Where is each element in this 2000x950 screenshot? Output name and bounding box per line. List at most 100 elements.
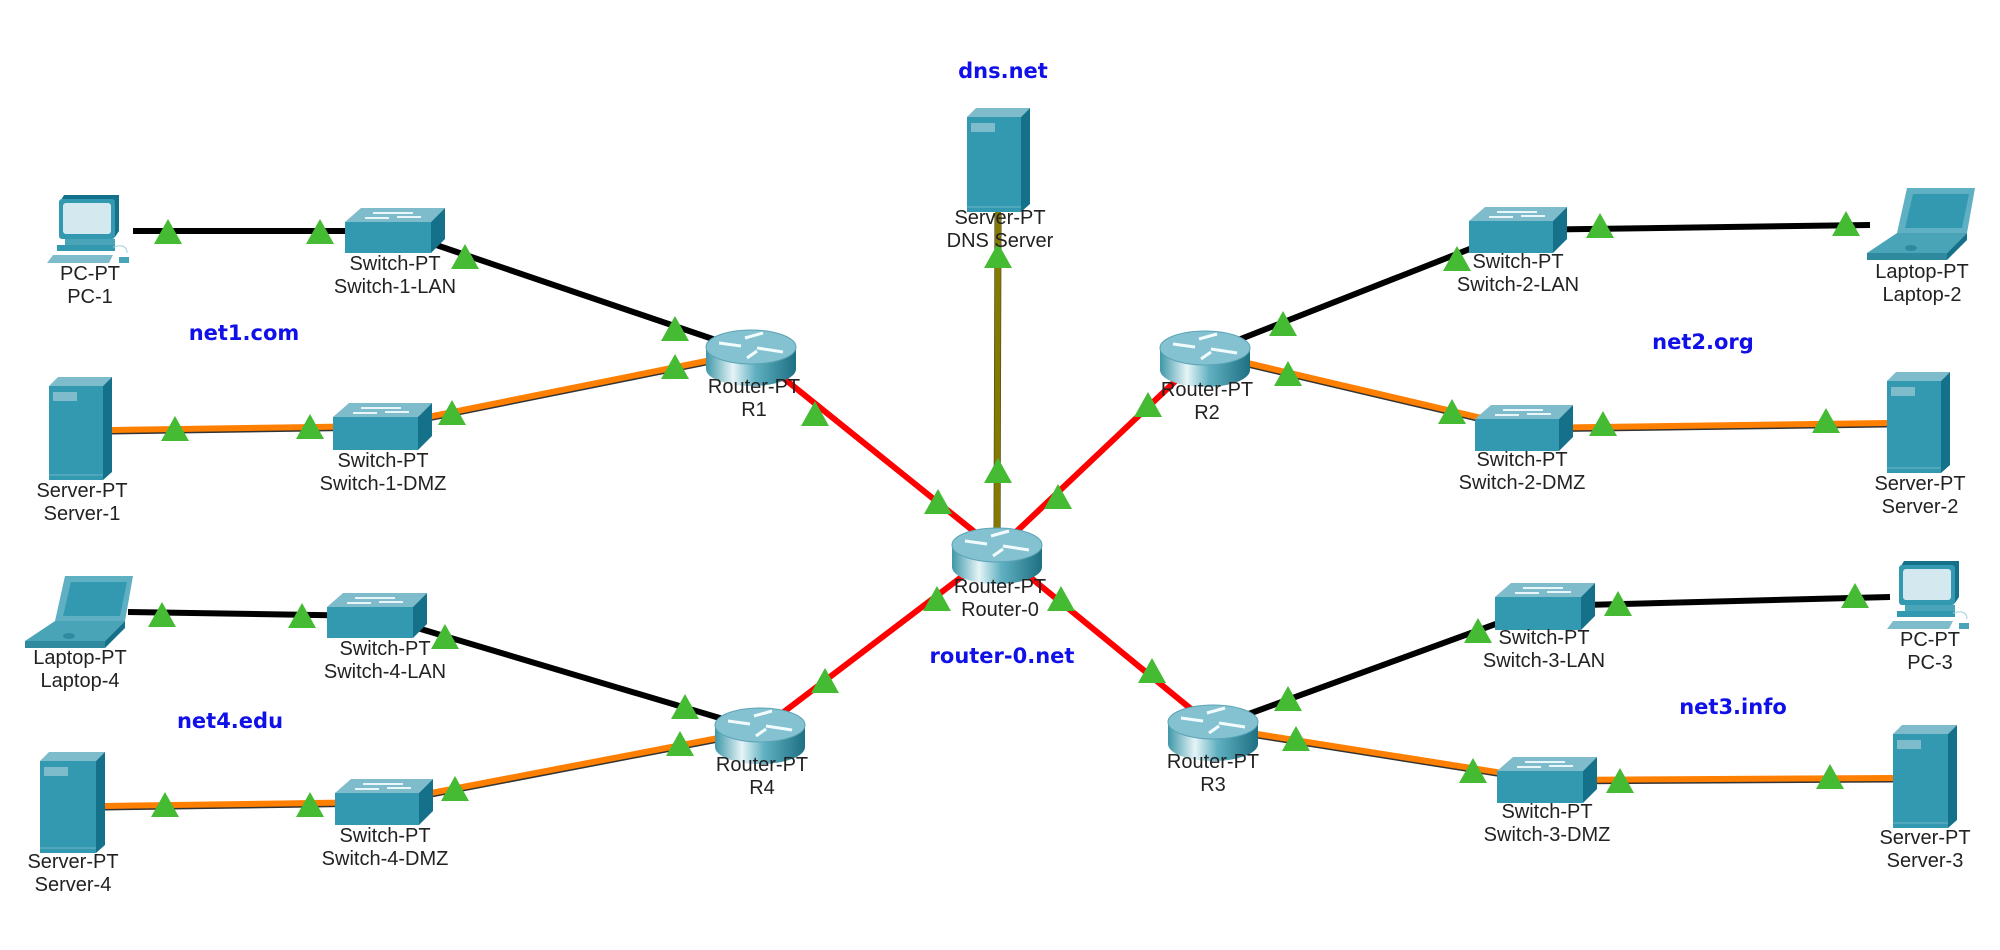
link-srv3-sw3dmz[interactable] [1546, 775, 1894, 785]
device-name-label: R3 [1200, 774, 1226, 796]
device-name-label: Server-1 [44, 503, 121, 525]
port-status-up-icon [671, 694, 699, 719]
link-line-wan[interactable] [994, 350, 1208, 553]
ports-layer [148, 211, 1869, 817]
port-status-up-icon [1438, 399, 1466, 424]
switch-icon [1475, 405, 1573, 451]
link-line-wan[interactable] [749, 349, 999, 553]
server-icon [40, 752, 105, 853]
device-name-label: Switch-1-DMZ [320, 473, 447, 495]
link-sw2dmz-r2[interactable] [1204, 350, 1525, 433]
device-r2[interactable] [1159, 330, 1251, 387]
server-icon [49, 377, 112, 480]
device-dns[interactable] [967, 108, 1030, 212]
router-icon [1159, 330, 1251, 387]
device-srv1[interactable] [49, 377, 112, 480]
link-line-lan[interactable] [1544, 594, 1891, 609]
port-status-up-icon [1589, 411, 1617, 436]
link-line-wan[interactable] [995, 547, 1215, 730]
device-model-label: PC-PT [1900, 629, 1960, 651]
links-layer [104, 211, 1894, 811]
labels-layer: PC-PTPC-1Switch-PTSwitch-1-LANServer-PTS… [27, 59, 1970, 896]
device-model-label: Router-PT [954, 576, 1046, 598]
device-r0[interactable] [951, 527, 1043, 584]
link-pc3-sw3lan[interactable] [1544, 594, 1891, 609]
device-sw4lan[interactable] [327, 593, 427, 638]
link-line-lan[interactable] [1517, 222, 1871, 233]
link-sw1lan-r1[interactable] [394, 228, 752, 355]
link-line-dmz[interactable] [1546, 775, 1894, 783]
device-name-label: Laptop-4 [41, 670, 120, 692]
port-status-up-icon [1816, 764, 1844, 789]
device-model-label: Switch-PT [339, 638, 430, 660]
device-srv3[interactable] [1893, 725, 1957, 828]
link-sw3lan-r3[interactable] [1211, 603, 1547, 730]
device-r3[interactable] [1167, 704, 1259, 761]
link-line-dmz[interactable] [383, 727, 761, 805]
device-model-label: Router-PT [1167, 751, 1259, 773]
link-line-dmz[interactable] [1204, 350, 1525, 431]
device-sw1dmz[interactable] [333, 403, 432, 450]
port-status-up-icon [1134, 392, 1162, 417]
link-r2-r0[interactable] [994, 350, 1208, 553]
device-pc1[interactable] [47, 195, 129, 263]
link-line-lan[interactable] [1203, 227, 1520, 356]
device-sw2lan[interactable] [1469, 207, 1567, 253]
device-name-label: Switch-2-DMZ [1459, 472, 1586, 494]
device-sw3dmz[interactable] [1497, 757, 1597, 803]
device-lap4[interactable] [25, 576, 133, 648]
device-name-label: Switch-2-LAN [1457, 274, 1579, 296]
device-model-label: Laptop-PT [33, 647, 126, 669]
device-model-label: PC-PT [60, 263, 120, 285]
link-line-wan[interactable] [758, 547, 999, 733]
router-icon [714, 707, 806, 764]
port-status-up-icon [923, 586, 951, 611]
device-name-label: Server-4 [35, 874, 112, 896]
laptop-icon [1867, 188, 1975, 260]
link-r1-r0[interactable] [749, 349, 999, 553]
link-line-dmz[interactable] [382, 349, 752, 429]
port-status-up-icon [1604, 591, 1632, 616]
switch-icon [1469, 207, 1567, 253]
device-name-label: DNS Server [947, 230, 1054, 252]
port-status-up-icon [661, 316, 689, 341]
device-name-label: Switch-1-LAN [334, 276, 456, 298]
link-sw2lan-r2[interactable] [1203, 227, 1520, 356]
network-label-net3: net3.info [1679, 695, 1787, 719]
device-sw2dmz[interactable] [1475, 405, 1573, 451]
device-sw4dmz[interactable] [335, 779, 433, 825]
link-line-dns[interactable] [994, 211, 1001, 551]
link-dns-r0[interactable] [993, 211, 1002, 552]
device-r1[interactable] [705, 329, 797, 386]
device-model-label: Server-PT [1874, 473, 1965, 495]
device-model-label: Server-PT [954, 207, 1045, 229]
network-label-core: router-0.net [930, 644, 1075, 668]
switch-icon [1495, 583, 1595, 630]
device-sw3lan[interactable] [1495, 583, 1595, 630]
link-line-dmz[interactable] [1212, 724, 1548, 783]
port-status-up-icon [161, 416, 189, 441]
link-line-lan[interactable] [1211, 603, 1547, 730]
router-icon [1167, 704, 1259, 761]
link-sw3dmz-r3[interactable] [1212, 724, 1548, 785]
device-sw1lan[interactable] [345, 208, 445, 253]
link-line-lan[interactable] [394, 228, 752, 355]
device-srv2[interactable] [1887, 372, 1950, 473]
device-model-label: Switch-PT [337, 450, 428, 472]
device-srv4[interactable] [40, 752, 105, 853]
device-pc3[interactable] [1887, 561, 1969, 629]
port-status-up-icon [811, 668, 839, 693]
link-r4-r0[interactable] [758, 547, 999, 733]
device-r4[interactable] [714, 707, 806, 764]
device-lap2[interactable] [1867, 188, 1975, 260]
link-r3-r0[interactable] [995, 547, 1215, 730]
server-icon [1887, 372, 1950, 473]
port-status-up-icon [1443, 246, 1471, 271]
router-icon [951, 527, 1043, 584]
link-sw4dmz-r4[interactable] [383, 727, 761, 807]
device-name-label: PC-1 [67, 286, 113, 308]
link-sw1dmz-r1[interactable] [382, 349, 752, 431]
link-lap2-sw2lan[interactable] [1517, 222, 1871, 233]
port-status-up-icon [288, 603, 316, 628]
